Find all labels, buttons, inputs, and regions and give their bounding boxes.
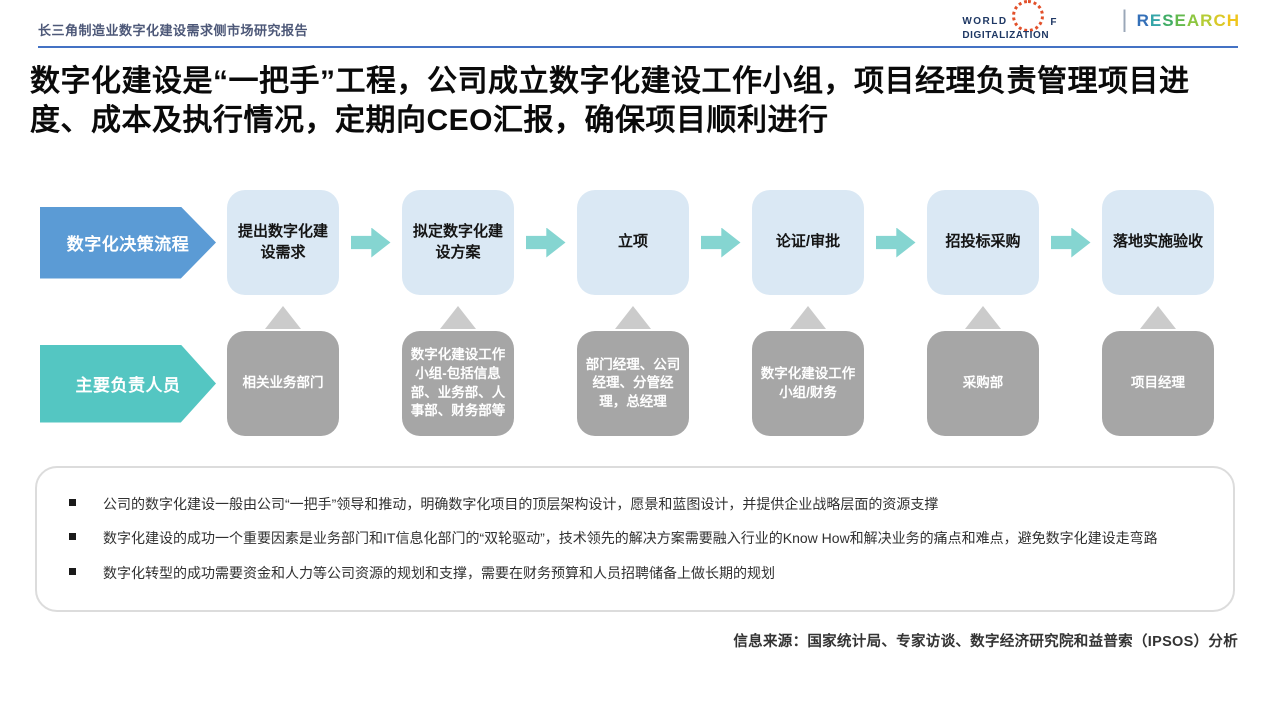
note-item: 数字化建设的成功一个重要因素是业务部门和IT信息化部门的“双轮驱动”，技术领先的… [53,528,1205,548]
stage-label: 落地实施验收 [1112,233,1203,251]
stage-row: 数字化决策流程 提出数字化建设需求 拟定数字化建设方案 立项 论证/审批 招投标采购 落地… [40,190,1268,295]
connector-cell [227,295,339,331]
up-triangle-icon [265,306,301,329]
source-note: 信息来源：国家统计局、专家访谈、数字经济研究院和益普索（IPSOS）分析 [733,634,1238,650]
logo-research-letter: R [1136,11,1150,30]
connector-row [40,295,1268,331]
stage-box: 招投标采购 [927,190,1039,295]
logo-word-world: WORLD [962,16,1008,27]
slide: 长三角制造业数字化建设需求侧市场研究报告 WORLD F DIGITALIZAT… [0,0,1268,650]
right-arrow-icon [700,227,741,258]
page-title: 数字化建设是“一把手”工程，公司成立数字化建设工作小组，项目经理负责管理项目进度… [30,65,1190,137]
logo-letter-f: F [1050,17,1057,28]
up-triangle-icon [1140,306,1176,329]
up-triangle-icon [440,306,476,329]
row-label-cell: 主要负责人员 [40,344,227,423]
connector-cell [1102,295,1214,331]
stage-box: 立项 [577,190,689,295]
logo-research-letter: C [1213,11,1227,30]
connector-gap [339,295,402,331]
flow-arrow-cell [1039,190,1102,295]
row-label-decision-process: 数字化决策流程 [40,206,216,279]
flow-arrow-cell [864,190,927,295]
report-title: 长三角制造业数字化建设需求侧市场研究报告 [38,23,309,38]
logo-research-letter: S [1162,11,1175,30]
owner-label: 数字化建设工作小组/财务 [760,365,856,400]
connector-gap [864,295,927,331]
note-item: 公司的数字化建设一般由公司“一把手”领导和推动，明确数字化项目的顶层架构设计，愿… [53,494,1205,514]
right-arrow-icon [875,227,916,258]
connector-cell [577,295,689,331]
header-bar: 长三角制造业数字化建设需求侧市场研究报告 WORLD F DIGITALIZAT… [0,0,1268,46]
owner-box: 项目经理 [1102,331,1214,436]
connector-cell [752,295,864,331]
stage-label: 立项 [617,233,648,251]
owner-row: 主要负责人员 相关业务部门 数字化建设工作小组-包括信息部、业务部、人事部、财务部… [40,331,1268,436]
square-bullet-icon [69,567,76,575]
flow-arrow-cell [514,190,577,295]
connector-gap [1039,295,1102,331]
connector-cell [927,295,1039,331]
owner-box: 数字化建设工作小组-包括信息部、业务部、人事部、财务部等 [402,331,514,436]
note-item: 数字化转型的成功需要资金和人力等公司资源的规划和支撑，需要在财务预算和人员招聘储… [53,563,1205,583]
owner-gap [689,331,752,436]
stage-label: 招投标采购 [945,233,1021,251]
up-triangle-icon [615,306,651,329]
flow-arrow-cell [689,190,752,295]
header-divider [38,46,1238,48]
connector-gap [514,295,577,331]
right-arrow-icon [350,227,391,258]
row-label-owners: 主要负责人员 [40,344,216,423]
owner-label: 数字化建设工作小组-包括信息部、业务部、人事部、财务部等 [410,347,506,419]
logo-word-research: RESEARCH [1137,11,1240,31]
owner-box: 部门经理、公司经理、分管经理，总经理 [577,331,689,436]
owner-gap [864,331,927,436]
logo-separator: | [1121,6,1128,33]
dotted-circle-icon [1012,0,1045,32]
square-bullet-icon [69,499,76,506]
owner-box: 相关业务部门 [227,331,339,436]
owner-gap [514,331,577,436]
stage-label: 拟定数字化建设方案 [412,223,503,261]
owner-label: 项目经理 [1131,375,1185,391]
right-arrow-icon [525,227,566,258]
owner-box: 数字化建设工作小组/财务 [752,331,864,436]
logo-research-letter: H [1226,11,1240,30]
stage-box: 拟定数字化建设方案 [402,190,514,295]
owner-gap [1039,331,1102,436]
stage-box: 落地实施验收 [1102,190,1214,295]
owner-label: 采购部 [962,375,1004,391]
stage-box: 提出数字化建设需求 [227,190,339,295]
logo-research-letter: A [1186,11,1201,30]
logo-research-letter: E [1174,11,1187,30]
flow-arrow-cell [339,190,402,295]
logo-research-letter: R [1200,11,1214,30]
logo-word-digitalization: DIGITALIZATION [962,30,1050,41]
connector-cell [402,295,514,331]
note-text: 数字化建设的成功一个重要因素是业务部门和IT信息化部门的“双轮驱动”，技术领先的… [103,530,1158,547]
logo-research-letter: E [1149,11,1163,30]
note-text: 数字化转型的成功需要资金和人力等公司资源的规划和支撑，需要在财务预算和人员招聘储… [103,564,775,581]
row-label-cell: 数字化决策流程 [40,206,227,279]
stage-label: 提出数字化建设需求 [237,223,328,261]
square-bullet-icon [69,533,76,541]
owner-label: 部门经理、公司经理、分管经理，总经理 [585,356,681,409]
up-triangle-icon [965,306,1001,329]
up-triangle-icon [790,306,826,329]
decision-flow-diagram: 数字化决策流程 提出数字化建设需求 拟定数字化建设方案 立项 论证/审批 招投标采购 落地… [40,190,1268,436]
connector-gap [689,295,752,331]
owner-box: 采购部 [927,331,1039,436]
right-arrow-icon [1050,227,1091,258]
note-text: 公司的数字化建设一般由公司“一把手”领导和推动，明确数字化项目的顶层架构设计，愿… [103,496,939,512]
notes-panel: 公司的数字化建设一般由公司“一把手”领导和推动，明确数字化项目的顶层架构设计，愿… [35,466,1235,612]
stage-label: 论证/审批 [775,233,841,251]
owner-gap [339,331,402,436]
logo-mark: WORLD F DIGITALIZATION [960,0,1112,44]
logo: WORLD F DIGITALIZATION | RESEARCH [960,0,1240,44]
owner-label: 相关业务部门 [242,375,324,391]
stage-box: 论证/审批 [752,190,864,295]
